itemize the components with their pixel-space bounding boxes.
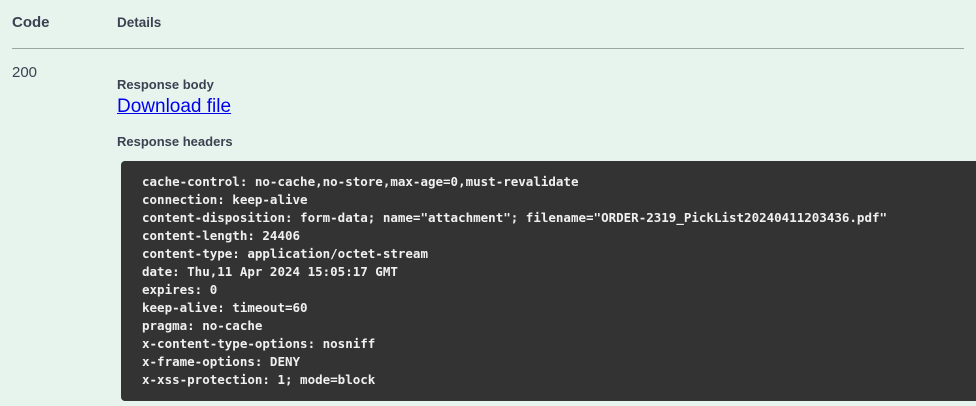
response-header-line: pragma: no-cache (142, 318, 263, 333)
response-header-line: x-frame-options: DENY (142, 354, 301, 369)
download-file-link[interactable]: Download file (117, 96, 232, 117)
response-headers-code-block[interactable]: cache-control: no-cache,no-store,max-age… (121, 161, 976, 401)
response-headers-label: Response headers (117, 134, 233, 149)
response-body-label: Response body (117, 77, 214, 92)
header-divider (12, 48, 964, 49)
response-header-line: content-disposition: form-data; name="at… (142, 210, 888, 225)
response-header-line: expires: 0 (142, 282, 218, 297)
response-header-line: content-length: 24406 (142, 228, 301, 243)
column-header-details: Details (117, 15, 162, 30)
response-header-line: content-type: application/octet-stream (142, 246, 428, 261)
response-header-line: x-content-type-options: nosniff (142, 336, 376, 351)
response-header-line: cache-control: no-cache,no-store,max-age… (142, 174, 579, 189)
response-header-line: connection: keep-alive (142, 192, 308, 207)
response-details-cell: Response body Download file Response hea… (117, 63, 976, 401)
response-header-line: date: Thu,11 Apr 2024 15:05:17 GMT (142, 264, 398, 279)
response-row-200: 200 Response body Download file Response… (0, 49, 976, 401)
responses-table-header-row: Code Details (0, 0, 976, 33)
response-status-code: 200 (12, 64, 38, 81)
response-header-line: keep-alive: timeout=60 (142, 300, 308, 315)
column-header-code: Code (12, 14, 50, 31)
response-header-line: x-xss-protection: 1; mode=block (142, 372, 376, 387)
